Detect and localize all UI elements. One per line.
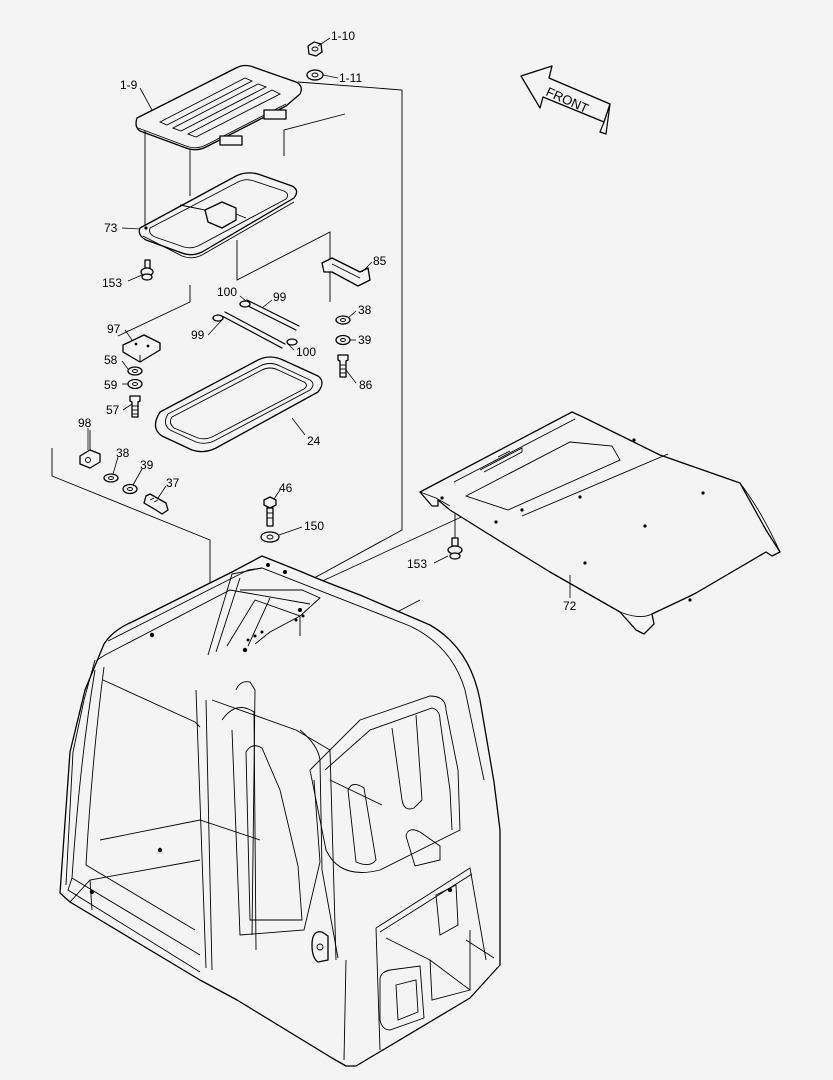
bolt-86 xyxy=(337,354,349,378)
washer-39-lower xyxy=(122,483,138,495)
washer-58 xyxy=(127,366,143,376)
lock-bracket-98 xyxy=(79,430,101,469)
label-part-85: 85 xyxy=(373,254,387,268)
hatch-seal-24 xyxy=(154,356,323,453)
label-part-58: 58 xyxy=(104,353,118,367)
washer-153-upper xyxy=(140,259,154,281)
label-part-1-11: 1-11 xyxy=(339,71,362,85)
label-part-59: 59 xyxy=(104,378,118,392)
washer-59 xyxy=(127,378,143,390)
label-part-1-9: 1-9 xyxy=(120,78,138,92)
label-part-99-lower: 99 xyxy=(191,328,205,342)
label-part-99-upper: 99 xyxy=(273,290,287,304)
label-part-98: 98 xyxy=(78,416,92,430)
washer-38-upper xyxy=(335,315,351,325)
washer-1-11 xyxy=(306,69,324,81)
front-arrow: FRONT xyxy=(520,65,611,135)
cab-body xyxy=(59,555,501,1067)
bolt-37 xyxy=(143,493,169,515)
label-part-39-upper: 39 xyxy=(358,333,372,347)
label-part-46: 46 xyxy=(279,481,293,495)
roof-cover-72 xyxy=(419,411,781,635)
label-part-38-upper: 38 xyxy=(358,303,372,317)
label-part-1-10: 1-10 xyxy=(331,29,355,43)
label-part-86: 86 xyxy=(359,378,373,392)
label-part-100-upper: 100 xyxy=(217,285,237,299)
bolt-46 xyxy=(263,496,277,527)
label-part-57: 57 xyxy=(106,403,120,417)
bolt-57 xyxy=(129,395,141,418)
part-labels: 1-10 1-11 1-9 73 153 85 100 99 97 99 100… xyxy=(78,29,577,613)
washer-39-upper xyxy=(335,334,351,346)
label-part-24: 24 xyxy=(307,434,321,448)
washer-150 xyxy=(260,531,280,543)
label-part-37: 37 xyxy=(166,476,180,490)
label-part-153-lower: 153 xyxy=(407,557,427,571)
label-part-97: 97 xyxy=(107,322,121,336)
label-part-39-lower: 39 xyxy=(140,458,154,472)
handle-85 xyxy=(321,257,371,287)
label-part-150: 150 xyxy=(304,519,324,533)
label-part-153-upper: 153 xyxy=(102,276,122,290)
roof-hatch-cover xyxy=(135,64,302,230)
nut-1-10 xyxy=(307,41,323,57)
roof-hatch-frame xyxy=(138,172,298,259)
bracket-97 xyxy=(122,334,161,363)
washer-38-lower xyxy=(103,473,119,483)
label-part-38-lower: 38 xyxy=(116,446,130,460)
label-part-72: 72 xyxy=(563,599,577,613)
label-part-73: 73 xyxy=(104,221,118,235)
rods-99 xyxy=(212,299,300,349)
leader-lines xyxy=(87,37,571,598)
label-part-100-lower: 100 xyxy=(296,345,316,359)
